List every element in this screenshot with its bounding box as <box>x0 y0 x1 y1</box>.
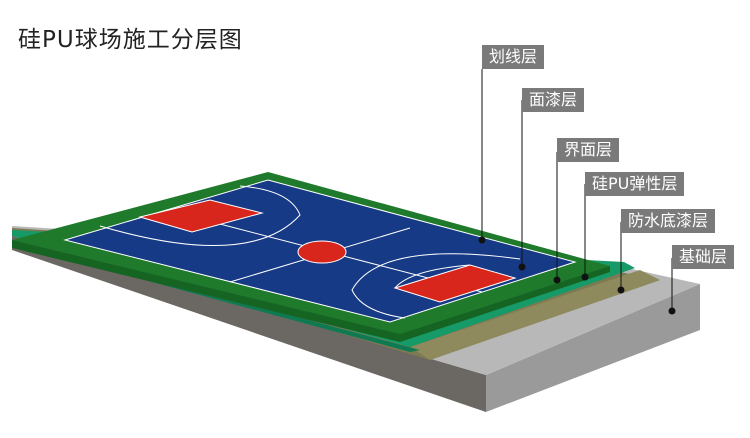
layer-label-marking: 划线层 <box>482 45 545 69</box>
leader-lines <box>481 69 673 311</box>
left-three-point-arc <box>99 185 301 247</box>
base-layer-front <box>486 284 700 412</box>
base-layer-side <box>12 236 486 412</box>
layer-label-primer: 防水底漆层 <box>621 209 716 233</box>
leader-dots <box>478 236 676 315</box>
court-surround-edge <box>12 240 400 342</box>
right-key <box>393 264 517 303</box>
center-circle <box>297 240 347 264</box>
primer-layer-top <box>410 270 660 360</box>
layer-label-base: 基础层 <box>672 245 735 269</box>
page-title: 硅PU球场施工分层图 <box>18 27 243 53</box>
court-surround-edge-right <box>400 266 610 342</box>
left-key <box>138 199 264 233</box>
layer-label-topcoat: 面漆层 <box>522 88 585 112</box>
right-three-point-arc <box>351 253 521 319</box>
layer-label-interface: 界面层 <box>557 138 620 162</box>
layer-label-elastic: 硅PU弹性层 <box>585 172 685 196</box>
right-free-throw-arc <box>394 264 471 289</box>
